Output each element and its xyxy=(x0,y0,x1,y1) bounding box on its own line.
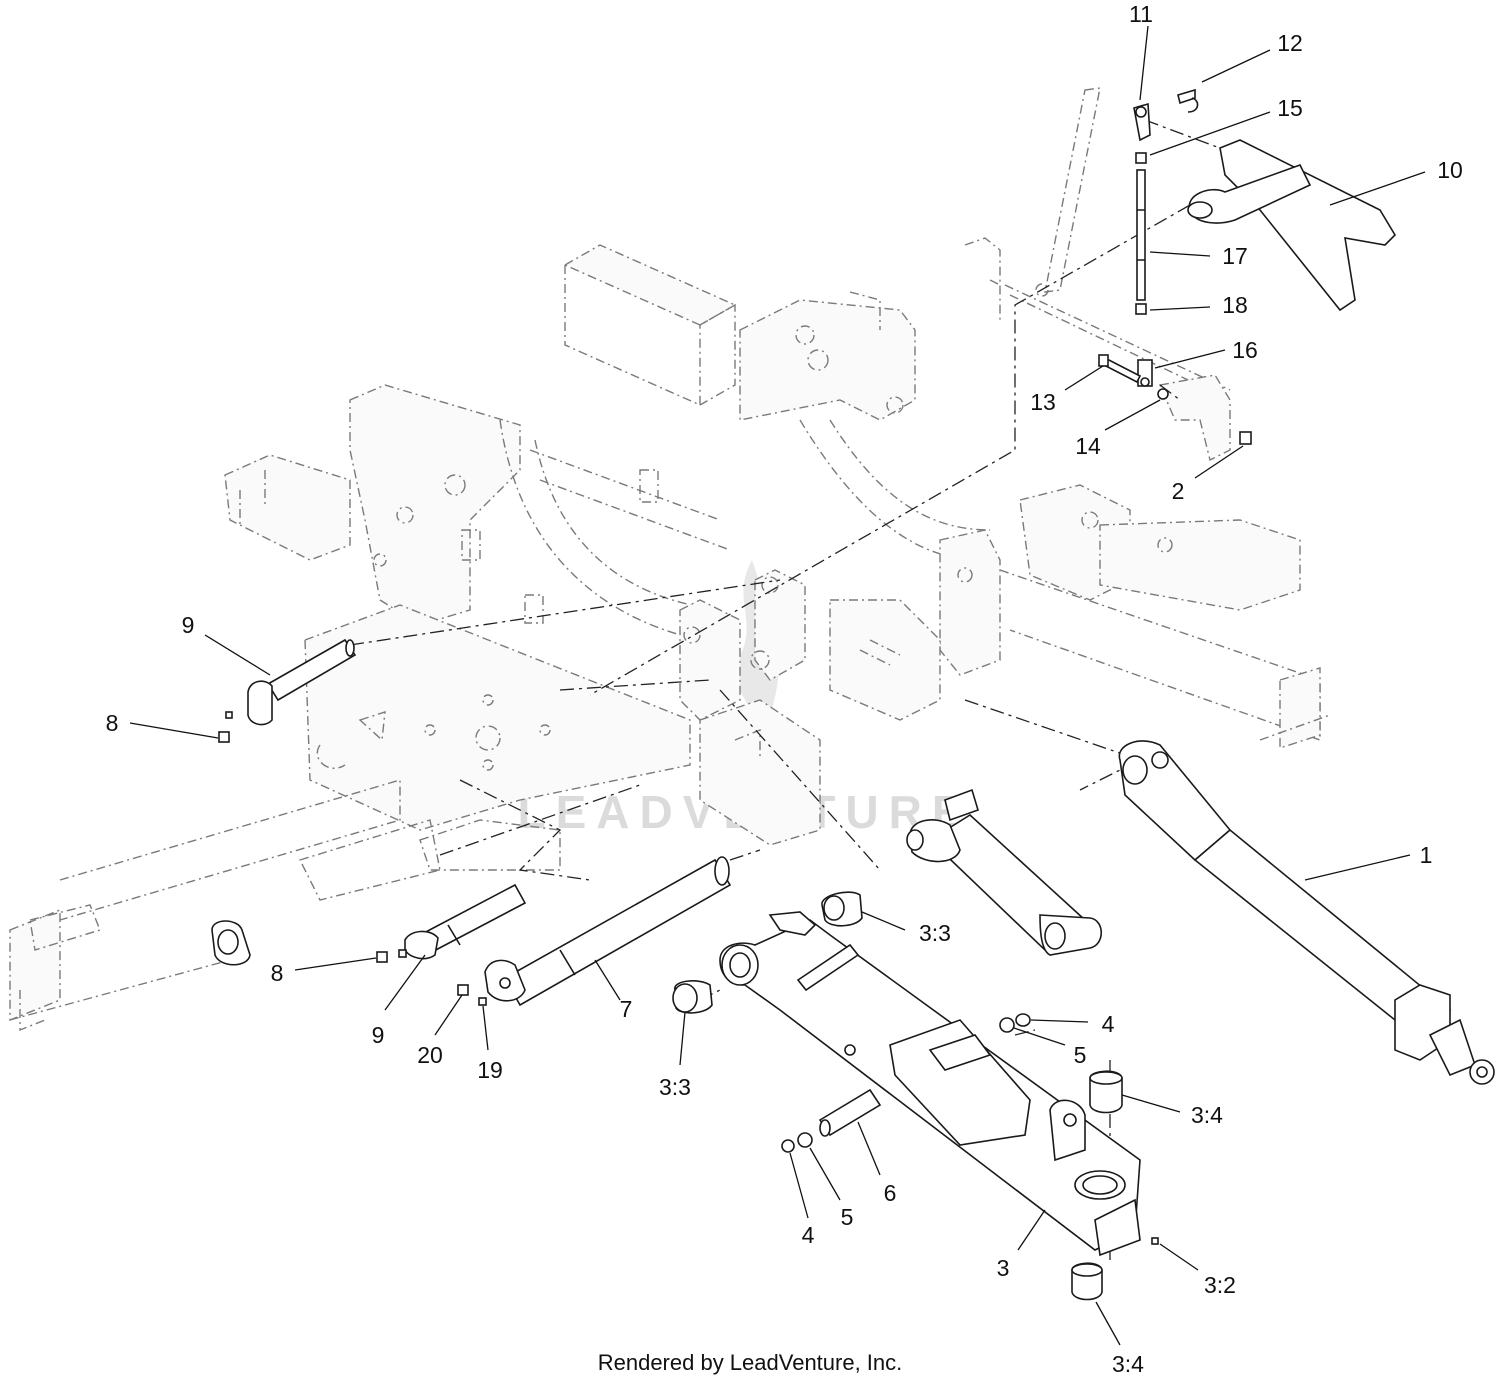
callout-10: 10 xyxy=(1437,157,1463,183)
callout-11: 11 xyxy=(1129,1,1153,27)
callout-5-upper: 5 xyxy=(1074,1042,1087,1068)
callout-20: 20 xyxy=(417,1042,443,1068)
frame-right-inner-plate xyxy=(939,529,1001,676)
callout-3-2: 3:2 xyxy=(1204,1272,1236,1298)
frame-upper-side xyxy=(564,265,701,407)
callout-14: 14 xyxy=(1075,433,1101,459)
callout-3-4-lower: 3:4 xyxy=(1112,1351,1144,1377)
parts xyxy=(211,88,1495,1301)
callout-13: 13 xyxy=(1030,389,1056,415)
callout-4-upper: 4 xyxy=(1102,1011,1115,1037)
part-7-long-pin xyxy=(484,856,732,1007)
part-10-pedal xyxy=(1187,139,1397,312)
part-2-nut xyxy=(1239,431,1252,445)
leader-lines xyxy=(129,25,1426,1346)
part-3-4-bushing-lower xyxy=(1071,1262,1103,1301)
callout-12: 12 xyxy=(1277,30,1303,56)
frame-hitch-bracket xyxy=(964,237,1001,320)
frame-arch-left-inner xyxy=(534,439,721,611)
part-12-clevis-pin xyxy=(1177,88,1199,113)
mower-frame-phantom xyxy=(9,87,1331,1032)
part-6-pin xyxy=(818,1088,882,1137)
callout-8-upper: 8 xyxy=(106,710,119,736)
part-3-3-bushing-upper xyxy=(821,891,863,927)
callout-17: 17 xyxy=(1222,243,1248,269)
frame-lower-center-block xyxy=(699,699,821,846)
footer-credit: Rendered by LeadVenture, Inc. xyxy=(598,1350,903,1375)
part-4-washer-upper xyxy=(1015,1013,1031,1027)
part-3-2-fitting xyxy=(1151,1237,1159,1245)
rail-bushing xyxy=(211,920,251,966)
part-1-actuator xyxy=(1118,740,1495,1085)
callout-3-3-lower: 3:3 xyxy=(659,1074,691,1100)
frame-hinge-block xyxy=(829,599,941,721)
part-5-washer-lower xyxy=(797,1132,813,1148)
part-19-fitting xyxy=(478,997,487,1006)
part-8-upper-bolt xyxy=(218,711,233,743)
part-8-lower-bolt xyxy=(376,949,407,963)
part-13-bolt xyxy=(1098,354,1142,384)
callout-5-lower: 5 xyxy=(841,1204,854,1230)
callout-16: 16 xyxy=(1232,337,1258,363)
part-18-nut xyxy=(1135,303,1147,315)
frame-cross-tube xyxy=(529,449,731,551)
part-3-3-bushing-lower xyxy=(672,980,713,1014)
frame-hitch-plate xyxy=(1159,374,1231,462)
frame-left-rail xyxy=(59,779,401,921)
callout-1: 1 xyxy=(1420,842,1433,868)
frame-left-rail-end xyxy=(9,908,61,1022)
callout-2: 2 xyxy=(1172,478,1185,504)
callout-7: 7 xyxy=(620,996,633,1022)
callout-4-lower: 4 xyxy=(802,1222,815,1248)
phantom-lever xyxy=(1044,87,1101,293)
frame-upper-end xyxy=(699,303,736,406)
callout-3-3-upper: 3:3 xyxy=(919,920,951,946)
callout-19: 19 xyxy=(477,1057,503,1083)
part-9-upper-pin xyxy=(247,638,357,726)
frame-left-arm-plate xyxy=(349,384,521,626)
frame-deck-plate xyxy=(304,604,691,831)
part-3-4-bushing-upper xyxy=(1089,1070,1123,1114)
part-3-lift-arm xyxy=(719,911,1141,1257)
part-4-washer-lower xyxy=(781,1139,795,1153)
part-16-swivel xyxy=(1137,359,1153,387)
part-5-washer-upper xyxy=(999,1017,1015,1033)
frame-left-plate xyxy=(224,454,351,561)
frame-arch-left-outer xyxy=(499,419,701,641)
callout-9-upper: 9 xyxy=(182,612,195,638)
frame-right-wing xyxy=(1099,519,1301,611)
part-20-bolt xyxy=(457,984,469,996)
frame-arch-right-inner xyxy=(829,419,991,531)
callout-6: 6 xyxy=(884,1180,897,1206)
callout-18: 18 xyxy=(1222,292,1248,318)
callout-3: 3 xyxy=(997,1255,1010,1281)
callout-15: 15 xyxy=(1277,95,1303,121)
part-15-nut xyxy=(1135,152,1147,164)
callout-9-lower: 9 xyxy=(372,1022,385,1048)
part-9-lower-pin xyxy=(404,883,527,960)
part-14-washer xyxy=(1157,388,1169,400)
frame-right-rail-end xyxy=(1279,667,1321,749)
frame-upper-top xyxy=(563,244,737,326)
lift-cylinder xyxy=(906,788,1103,956)
arm-cross-pin xyxy=(796,943,860,992)
part-17-rod xyxy=(1136,169,1146,301)
frame-center-pivot-plate xyxy=(679,599,741,721)
callout-8-lower: 8 xyxy=(271,960,284,986)
frame-center-pivot-plate-2 xyxy=(754,569,806,681)
callout-3-4-upper: 3:4 xyxy=(1191,1102,1223,1128)
part-11-clevis xyxy=(1133,102,1151,142)
callout-labels: 11 12 15 10 17 18 16 13 14 2 9 8 1 3:3 8… xyxy=(106,1,1463,1377)
